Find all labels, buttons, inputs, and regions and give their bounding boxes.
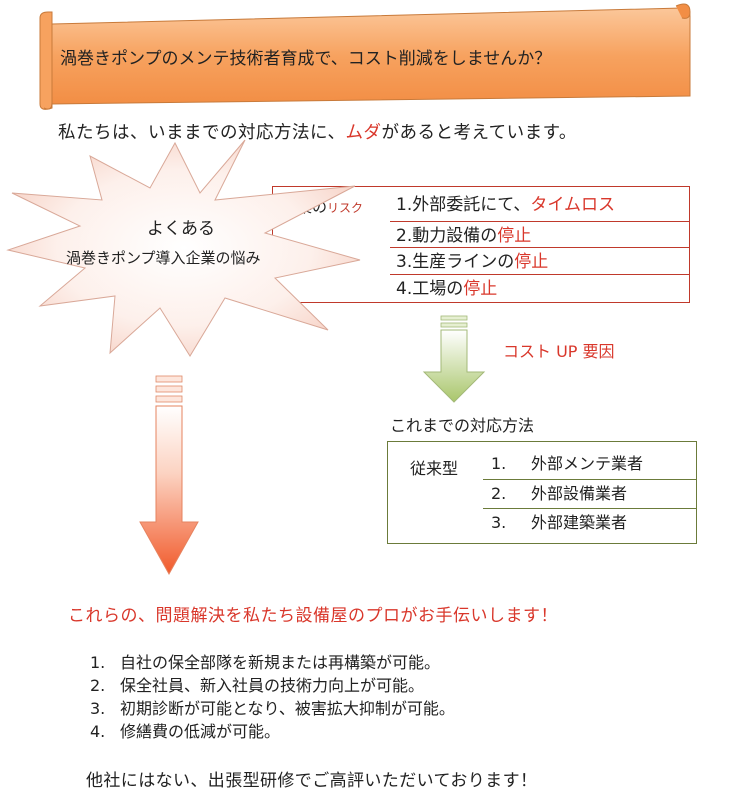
benefit-text: 自社の保全部隊を新規または再構築が可能。 bbox=[120, 653, 441, 672]
intro-text: 私たちは、いままでの対応方法に、ムダがあると考えています。 bbox=[58, 119, 577, 144]
risk-item-highlight: 停止 bbox=[514, 252, 549, 272]
risk-item-text: 3.生産ラインの bbox=[396, 252, 515, 272]
banner-scroll-shape bbox=[39, 3, 691, 110]
closing-text: 他社にはない、出張型研修でご高評いただいております！ bbox=[86, 771, 538, 791]
risk-item-highlight: 停止 bbox=[497, 226, 532, 246]
method-item: 1. 外部メンテ業者 bbox=[483, 450, 697, 479]
methods-table-frame bbox=[387, 441, 697, 544]
intro-after: があると考えています。 bbox=[381, 123, 577, 143]
method-item: 3. 外部建築業者 bbox=[483, 508, 697, 537]
methods-label: 従来型 bbox=[410, 459, 459, 478]
method-item-text: 外部メンテ業者 bbox=[531, 454, 644, 473]
risk-item: 2.動力設備の停止 bbox=[390, 221, 690, 250]
benefit-num: 1. bbox=[90, 653, 106, 672]
method-item-text: 外部設備業者 bbox=[531, 484, 628, 503]
benefit-num: 4. bbox=[90, 722, 106, 741]
risk-item: 3.生産ラインの停止 bbox=[390, 247, 690, 276]
down-arrow-red bbox=[139, 375, 199, 576]
benefit-item: 3. 初期診断が可能となり、被害拡大抑制が可能。 bbox=[90, 695, 455, 719]
banner-title: 渦巻きポンプのメンテ技術者育成で、コスト削減をしませんか？ bbox=[60, 49, 552, 69]
down-arrow-green bbox=[422, 315, 486, 403]
solution-headline: これらの、問題解決を私たち設備屋のプロがお手伝いします！ bbox=[68, 606, 558, 626]
method-item-num: 1. bbox=[491, 454, 507, 473]
risk-item: 4.工場の停止 bbox=[390, 274, 690, 303]
burst-line1: よくある bbox=[147, 219, 215, 239]
benefit-num: 2. bbox=[90, 676, 106, 695]
risk-item-text: 4.工場の bbox=[396, 279, 464, 299]
starburst-shape bbox=[6, 139, 361, 357]
benefit-item: 1. 自社の保全部隊を新規または再構築が可能。 bbox=[90, 649, 440, 673]
intro-before: 私たちは、いままでの対応方法に、 bbox=[58, 123, 346, 143]
cost-up-label: コスト UP 要因 bbox=[503, 342, 615, 361]
method-item: 2. 外部設備業者 bbox=[483, 479, 697, 508]
risk-item-text: 1.外部委託にて、 bbox=[396, 195, 531, 215]
methods-title: これまでの対応方法 bbox=[390, 416, 535, 435]
burst-line2: 渦巻きポンプ導入企業の悩み bbox=[66, 249, 261, 267]
benefit-text: 修繕費の低減が可能。 bbox=[120, 722, 281, 741]
benefit-num: 3. bbox=[90, 699, 106, 718]
benefit-item: 4. 修繕費の低減が可能。 bbox=[90, 718, 280, 742]
method-item-num: 2. bbox=[491, 484, 507, 503]
risk-title-small: リスク bbox=[327, 201, 364, 215]
method-item-text: 外部建築業者 bbox=[531, 513, 628, 532]
benefit-item: 2. 保全社員、新入社員の技術力向上が可能。 bbox=[90, 672, 424, 696]
method-item-num: 3. bbox=[491, 513, 507, 532]
benefit-text: 初期診断が可能となり、被害拡大抑制が可能。 bbox=[120, 699, 455, 718]
benefit-text: 保全社員、新入社員の技術力向上が可能。 bbox=[120, 676, 425, 695]
risk-item-highlight: タイムロス bbox=[530, 195, 616, 215]
intro-highlight: ムダ bbox=[345, 123, 382, 143]
risk-item-highlight: 停止 bbox=[463, 279, 498, 299]
risk-item-text: 2.動力設備の bbox=[396, 226, 498, 246]
risk-item: 1.外部委託にて、タイムロス bbox=[390, 191, 690, 220]
